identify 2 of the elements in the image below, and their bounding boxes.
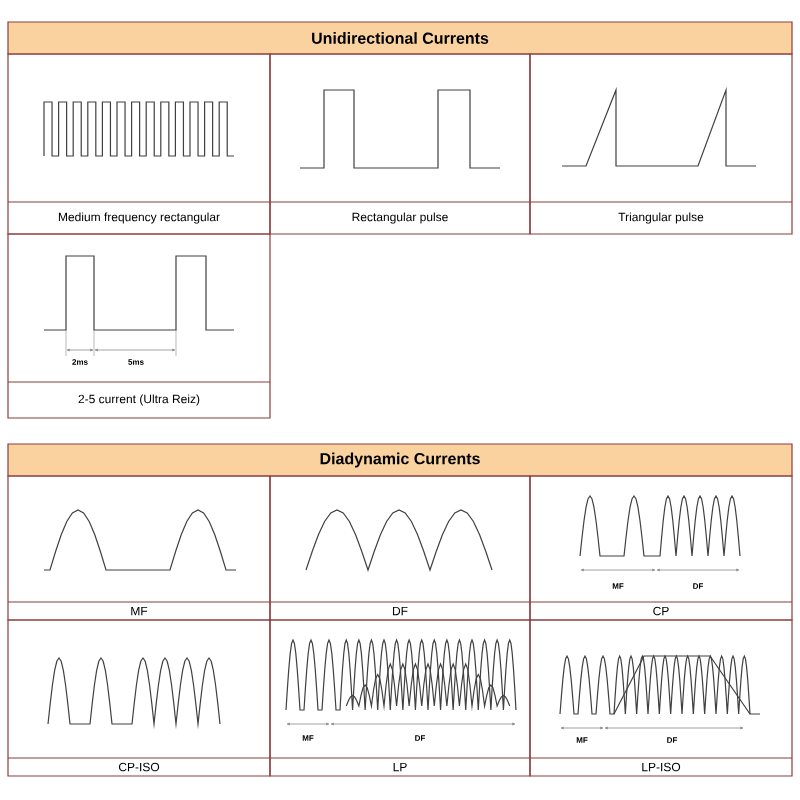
table-header: Diadynamic Currents [7,443,793,477]
table-header: Unidirectional Currents [7,21,793,55]
